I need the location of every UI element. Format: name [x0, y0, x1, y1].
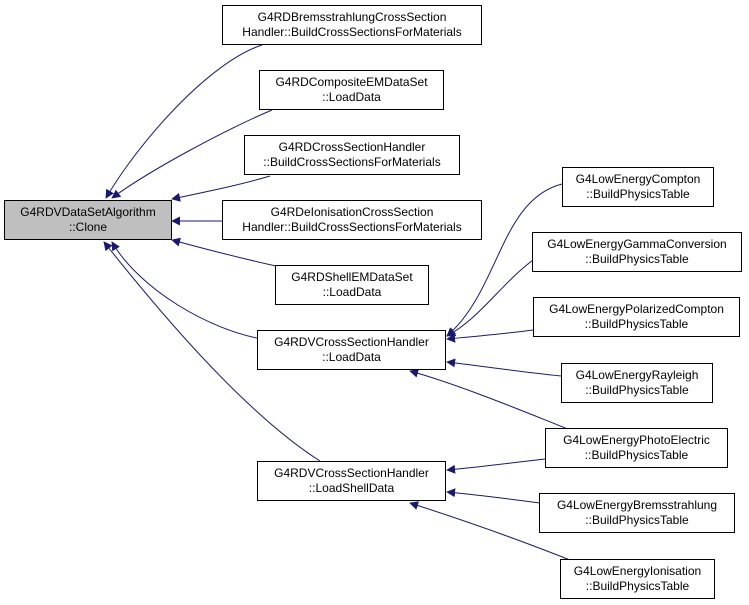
- node-g4rdeionisation-cross-section-handler[interactable]: G4RDeIonisationCrossSection Handler::Bui…: [222, 200, 482, 240]
- node-line1: G4RDVCrossSectionHandler: [274, 335, 429, 349]
- edge-le_ionisation-to-vcs_shell: [409, 501, 576, 563]
- node-line2: ::BuildPhysicsTable: [584, 448, 689, 462]
- node-line2: Handler::BuildCrossSectionsForMaterials: [242, 25, 462, 39]
- node-g4lowenergyrayleigh[interactable]: G4LowEnergyRayleigh ::BuildPhysicsTable: [561, 363, 713, 403]
- node-line2: ::Clone: [68, 220, 108, 234]
- node-line1: G4RDVCrossSectionHandler: [274, 466, 429, 480]
- node-line2: ::BuildPhysicsTable: [585, 252, 689, 266]
- node-line1: G4LowEnergyBremsstrahlung: [556, 498, 718, 512]
- node-line2: ::BuildPhysicsTable: [585, 383, 689, 397]
- node-g4rdshellemdataset-loaddata[interactable]: G4RDShellEMDataSet ::LoadData: [275, 265, 429, 305]
- node-g4lowenergyphotoelectric[interactable]: G4LowEnergyPhotoElectric ::BuildPhysicsT…: [545, 428, 728, 468]
- node-g4lowenergyionisation[interactable]: G4LowEnergyIonisation ::BuildPhysicsTabl…: [560, 559, 715, 599]
- edge-shell_em-to-root: [171, 237, 277, 267]
- node-line1: G4RDCrossSectionHandler: [278, 140, 426, 154]
- edge-vcs_load-to-root: [111, 241, 263, 340]
- node-line2: ::LoadData: [322, 90, 381, 104]
- edge-brems_handler-to-root: [105, 44, 263, 199]
- node-line1: G4RDCompositeEMDataSet: [275, 75, 428, 89]
- edge-composite_em-to-root: [111, 109, 273, 199]
- edge-le_photo-to-vcs_shell: [446, 458, 546, 474]
- node-line1: G4RDShellEMDataSet: [291, 270, 413, 284]
- node-line1: G4RDVDataSetAlgorithm: [20, 205, 156, 219]
- node-line2: Handler::BuildCrossSectionsForMaterials: [242, 220, 462, 234]
- node-line2: ::LoadData: [322, 350, 381, 364]
- node-line1: G4RDeIonisationCrossSection: [270, 205, 434, 219]
- node-line1: G4RDBremsstrahlungCrossSection: [257, 10, 447, 24]
- node-g4lowenergycompton[interactable]: G4LowEnergyCompton ::BuildPhysicsTable: [562, 167, 714, 207]
- edge-le_rayleigh-to-vcs_load: [446, 358, 562, 377]
- node-g4rdvdatasetalgorithm-clone[interactable]: G4RDVDataSetAlgorithm ::Clone: [4, 200, 172, 240]
- node-line2: ::BuildCrossSectionsForMaterials: [263, 155, 441, 169]
- node-line1: G4LowEnergyCompton: [575, 172, 701, 186]
- edge-le_gamma_conv-to-vcs_load: [446, 259, 534, 337]
- node-g4rdbremsstrahlung-cross-section-handler[interactable]: G4RDBremsstrahlungCrossSection Handler::…: [222, 5, 482, 45]
- node-line2: ::BuildPhysicsTable: [585, 513, 689, 527]
- node-line1: G4LowEnergyRayleigh: [575, 368, 699, 382]
- edge-le_brems-to-vcs_shell: [446, 488, 541, 504]
- node-line1: G4LowEnergyGammaConversion: [547, 237, 727, 251]
- node-line2: ::LoadShellData: [308, 481, 395, 495]
- node-line2: ::LoadData: [322, 285, 382, 299]
- edge-vcs_shell-to-root: [103, 241, 321, 462]
- edge-cs_handler-to-root: [171, 175, 271, 202]
- node-g4lowenergypolarizedcompton[interactable]: G4LowEnergyPolarizedCompton ::BuildPhysi…: [533, 297, 740, 337]
- edge-le_compton-to-vcs_load: [446, 183, 563, 337]
- edge-le_photo-to-vcs_load: [409, 368, 569, 430]
- node-g4rdvcrosssectionhandler-loadshelldata[interactable]: G4RDVCrossSectionHandler ::LoadShellData: [257, 461, 446, 501]
- node-line1: G4LowEnergyPolarizedCompton: [549, 302, 724, 316]
- node-g4rdcrosssectionhandler-build[interactable]: G4RDCrossSectionHandler ::BuildCrossSect…: [244, 135, 460, 175]
- node-line2: ::BuildPhysicsTable: [586, 187, 690, 201]
- node-line2: ::BuildPhysicsTable: [584, 317, 689, 331]
- edge-le_pol_compton-to-vcs_load: [446, 329, 534, 343]
- node-g4lowenergygammaconversion[interactable]: G4LowEnergyGammaConversion ::BuildPhysic…: [532, 232, 742, 272]
- node-g4rdvcrosssectionhandler-loaddata[interactable]: G4RDVCrossSectionHandler ::LoadData: [257, 330, 446, 370]
- node-line1: G4LowEnergyIonisation: [573, 564, 702, 578]
- node-g4lowenergybremsstrahlung[interactable]: G4LowEnergyBremsstrahlung ::BuildPhysics…: [539, 493, 735, 533]
- node-g4rdcompositeemdataset-loaddata[interactable]: G4RDCompositeEMDataSet ::LoadData: [259, 70, 444, 110]
- node-line1: G4LowEnergyPhotoElectric: [563, 433, 710, 447]
- node-line2: ::BuildPhysicsTable: [585, 579, 690, 593]
